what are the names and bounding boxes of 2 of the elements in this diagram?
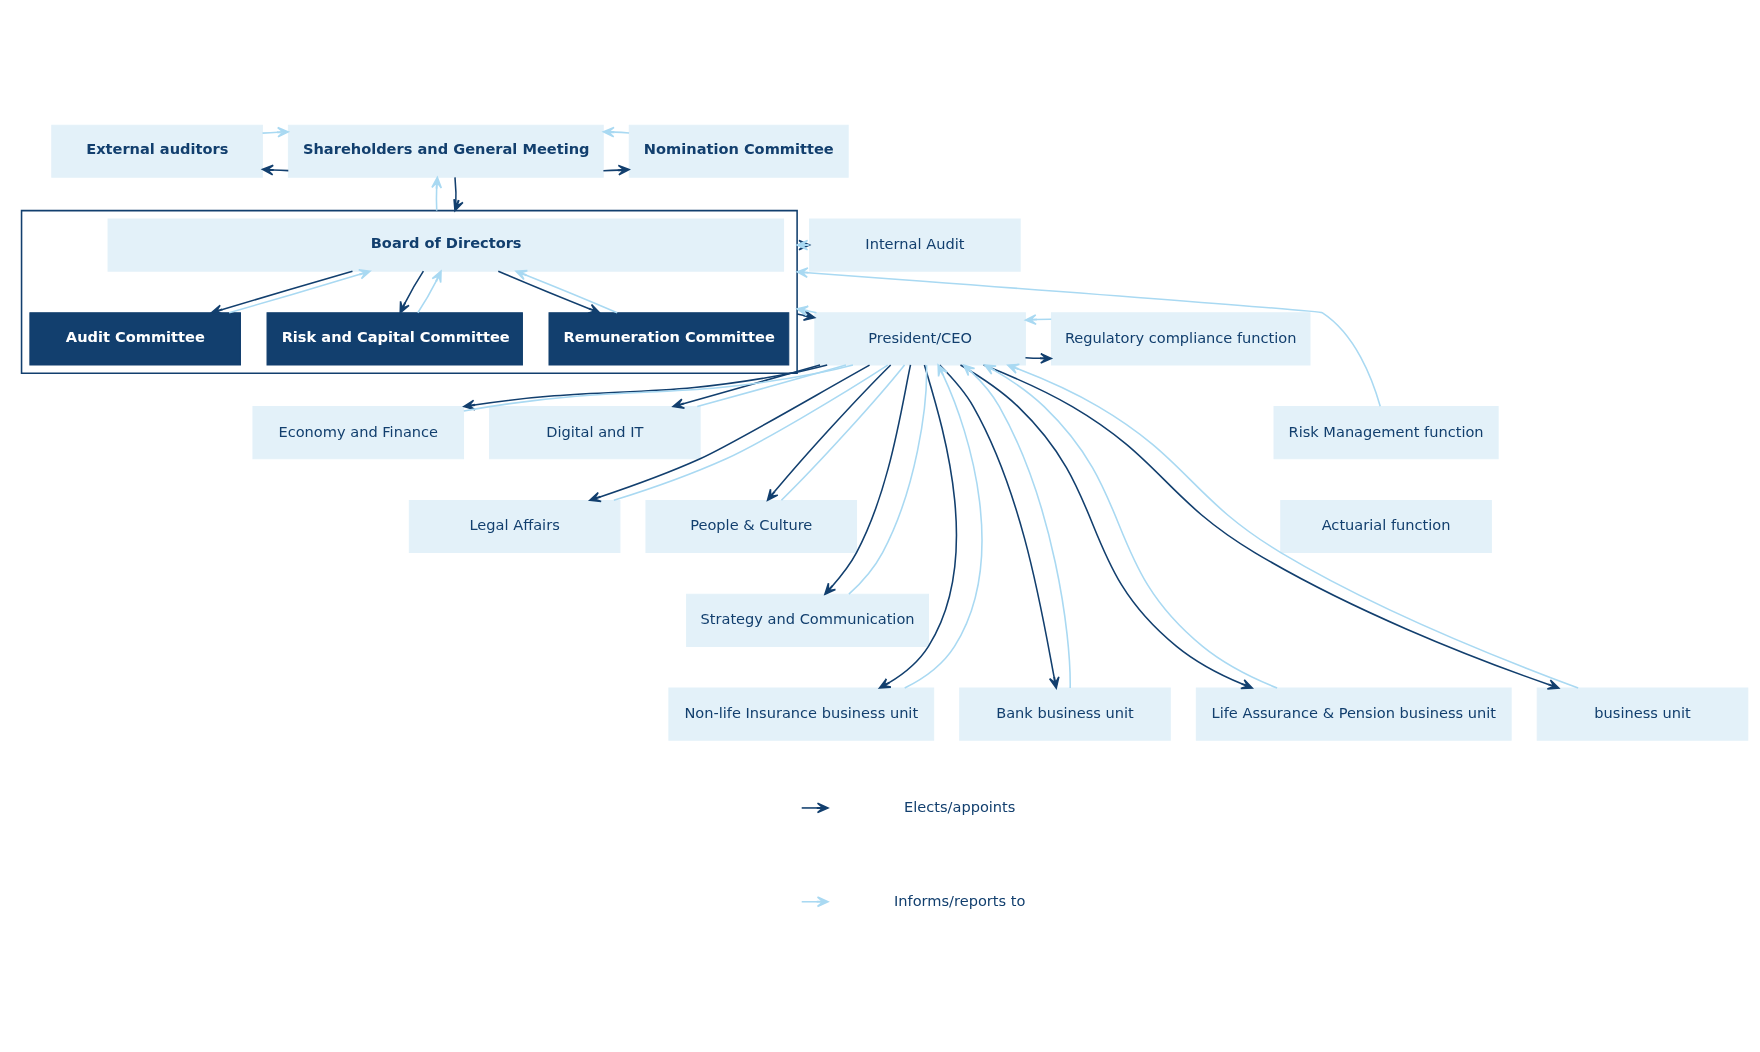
legend-label: Informs/reports to [893,891,1025,909]
legend-label: Elects/appoints [903,797,1015,815]
